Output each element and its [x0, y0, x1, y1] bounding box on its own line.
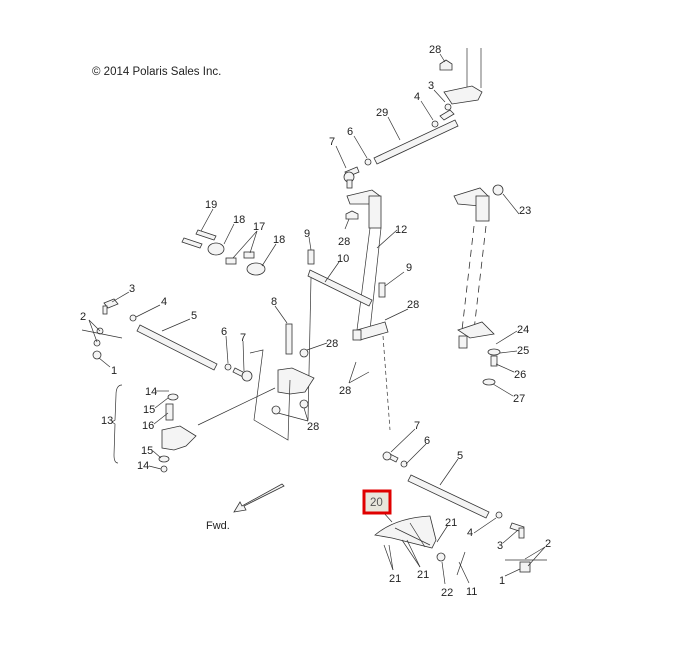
- callout[interactable]: 7: [240, 332, 246, 344]
- callout[interactable]: 1: [111, 365, 117, 377]
- callout[interactable]: 16: [142, 420, 154, 432]
- callout[interactable]: 5: [191, 310, 197, 322]
- callout[interactable]: 18: [233, 214, 245, 226]
- callout[interactable]: 6: [424, 435, 430, 447]
- callout[interactable]: 28: [326, 338, 338, 350]
- highlight-box: [362, 489, 392, 515]
- callout[interactable]: 2: [80, 311, 86, 323]
- callout[interactable]: 18: [273, 234, 285, 246]
- callout[interactable]: 28: [307, 421, 319, 433]
- callout[interactable]: 24: [517, 324, 529, 336]
- callout-20-highlighted[interactable]: 20: [370, 497, 383, 509]
- callout[interactable]: 3: [497, 540, 503, 552]
- callout[interactable]: 9: [406, 262, 412, 274]
- steering-post-right: [453, 184, 504, 386]
- fwd-label: Fwd.: [206, 520, 230, 532]
- callout[interactable]: 28: [429, 44, 441, 56]
- callout[interactable]: 23: [519, 205, 531, 217]
- callout[interactable]: 10: [337, 253, 349, 265]
- callouts: 28 3 4 29 6 7 19 18 17 18 9 28 12 10 9 2…: [80, 44, 551, 599]
- steering-stop-20: [374, 515, 466, 576]
- callout[interactable]: 22: [441, 587, 453, 599]
- leader-lines: [88, 53, 546, 585]
- callout[interactable]: 17: [253, 221, 265, 233]
- callout[interactable]: 13: [101, 415, 113, 427]
- callout[interactable]: 6: [221, 326, 227, 338]
- callout[interactable]: 3: [428, 80, 434, 92]
- callout[interactable]: 6: [347, 126, 353, 138]
- callout[interactable]: 1: [499, 575, 505, 587]
- steering-post-upper: [439, 48, 483, 105]
- callout[interactable]: 21: [417, 569, 429, 581]
- tie-rod-left: [81, 298, 253, 382]
- callout[interactable]: 15: [141, 445, 153, 457]
- callout[interactable]: 12: [395, 224, 407, 236]
- callout[interactable]: 14: [145, 386, 157, 398]
- callout[interactable]: 8: [271, 296, 277, 308]
- clamp-parts: [181, 229, 266, 276]
- callout[interactable]: 15: [143, 404, 155, 416]
- callout[interactable]: 4: [161, 296, 167, 308]
- leader-dashed: [382, 335, 391, 431]
- steering-arm-10: [307, 249, 386, 421]
- callout[interactable]: 14: [137, 460, 149, 472]
- steering-column: [345, 189, 389, 341]
- callout[interactable]: 7: [414, 420, 420, 432]
- fwd-arrow: [233, 483, 285, 513]
- callout[interactable]: 19: [205, 199, 217, 211]
- callout[interactable]: 21: [389, 573, 401, 585]
- callout[interactable]: 27: [513, 393, 525, 405]
- callout[interactable]: 5: [457, 450, 463, 462]
- callout[interactable]: 25: [517, 345, 529, 357]
- callout[interactable]: 28: [407, 299, 419, 311]
- copyright-text: © 2014 Polaris Sales Inc.: [92, 66, 221, 78]
- callout[interactable]: 28: [338, 236, 350, 248]
- spindle-bracket: [197, 323, 315, 441]
- callout[interactable]: 28: [339, 385, 351, 397]
- callout[interactable]: 29: [376, 107, 388, 119]
- callout[interactable]: 11: [466, 586, 477, 598]
- callout[interactable]: 7: [329, 136, 335, 148]
- callout[interactable]: 21: [445, 517, 457, 529]
- callout[interactable]: 4: [467, 527, 473, 539]
- callout[interactable]: 26: [514, 369, 526, 381]
- callout[interactable]: 3: [129, 283, 135, 295]
- callout[interactable]: 2: [545, 538, 551, 550]
- callout[interactable]: 9: [304, 228, 310, 240]
- tie-rod-lower: [382, 451, 547, 573]
- tie-rod-upper: [343, 103, 459, 189]
- callout[interactable]: 4: [414, 91, 420, 103]
- spindle-13: [111, 384, 197, 473]
